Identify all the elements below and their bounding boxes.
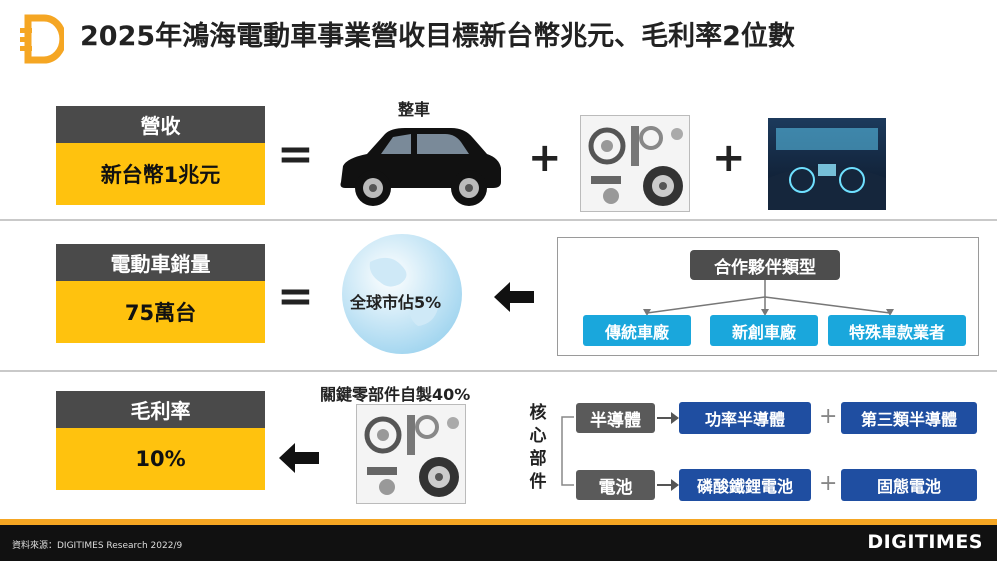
ev-sales-value: 75萬台 bbox=[56, 281, 265, 343]
equals-sign: = bbox=[277, 133, 314, 177]
arrow-left-icon bbox=[494, 282, 534, 312]
digitimes-d-logo-icon bbox=[20, 14, 64, 64]
arrow-right-icon bbox=[657, 410, 679, 426]
core-third-gen-semiconductor: 第三類半導體 bbox=[841, 402, 977, 434]
car-dashboard-icon bbox=[768, 118, 886, 210]
revenue-label: 營收 bbox=[56, 106, 265, 143]
core-solid-state-battery: 固態電池 bbox=[841, 469, 977, 501]
car-icon bbox=[333, 120, 505, 210]
gross-margin-label: 毛利率 bbox=[56, 391, 265, 428]
partner-startup-oem: 新創車廠 bbox=[710, 315, 818, 346]
parts-caption: 關鍵零部件自製40% bbox=[320, 381, 470, 405]
auto-parts-icon bbox=[580, 115, 690, 212]
auto-parts-icon bbox=[356, 404, 466, 504]
plus-sign: + bbox=[712, 138, 746, 178]
core-semiconductor: 半導體 bbox=[576, 403, 655, 433]
partner-special-vehicle: 特殊車款業者 bbox=[828, 315, 966, 346]
equals-sign: = bbox=[277, 275, 314, 319]
core-battery: 電池 bbox=[576, 470, 655, 500]
source-note: 資料來源：DIGITIMES Research 2022/9 bbox=[12, 538, 182, 551]
page-title: 2025年鴻海電動車事業營收目標新台幣兆元、毛利率2位數 bbox=[80, 14, 795, 53]
core-bracket bbox=[552, 400, 578, 496]
core-lfp-battery: 磷酸鐵鋰電池 bbox=[679, 469, 811, 501]
core-power-semiconductor: 功率半導體 bbox=[679, 402, 811, 434]
globe-market-share: 全球市佔5% bbox=[350, 289, 441, 313]
core-components-label: 核心部件 bbox=[527, 402, 549, 494]
footer-accent-stripe bbox=[0, 519, 997, 525]
plus-sign: + bbox=[819, 406, 837, 428]
plus-sign: + bbox=[528, 138, 562, 178]
revenue-value: 新台幣1兆元 bbox=[56, 143, 265, 205]
arrow-right-icon bbox=[657, 477, 679, 493]
plus-sign: + bbox=[819, 473, 837, 495]
row-divider bbox=[0, 219, 997, 221]
gross-margin-value: 10% bbox=[56, 428, 265, 490]
brand-logo-text: DIGITIMES bbox=[867, 531, 983, 553]
car-caption: 整車 bbox=[398, 96, 430, 120]
ev-sales-label: 電動車銷量 bbox=[56, 244, 265, 281]
arrow-left-icon bbox=[279, 443, 319, 473]
partner-traditional-oem: 傳統車廠 bbox=[583, 315, 691, 346]
row-divider bbox=[0, 370, 997, 372]
